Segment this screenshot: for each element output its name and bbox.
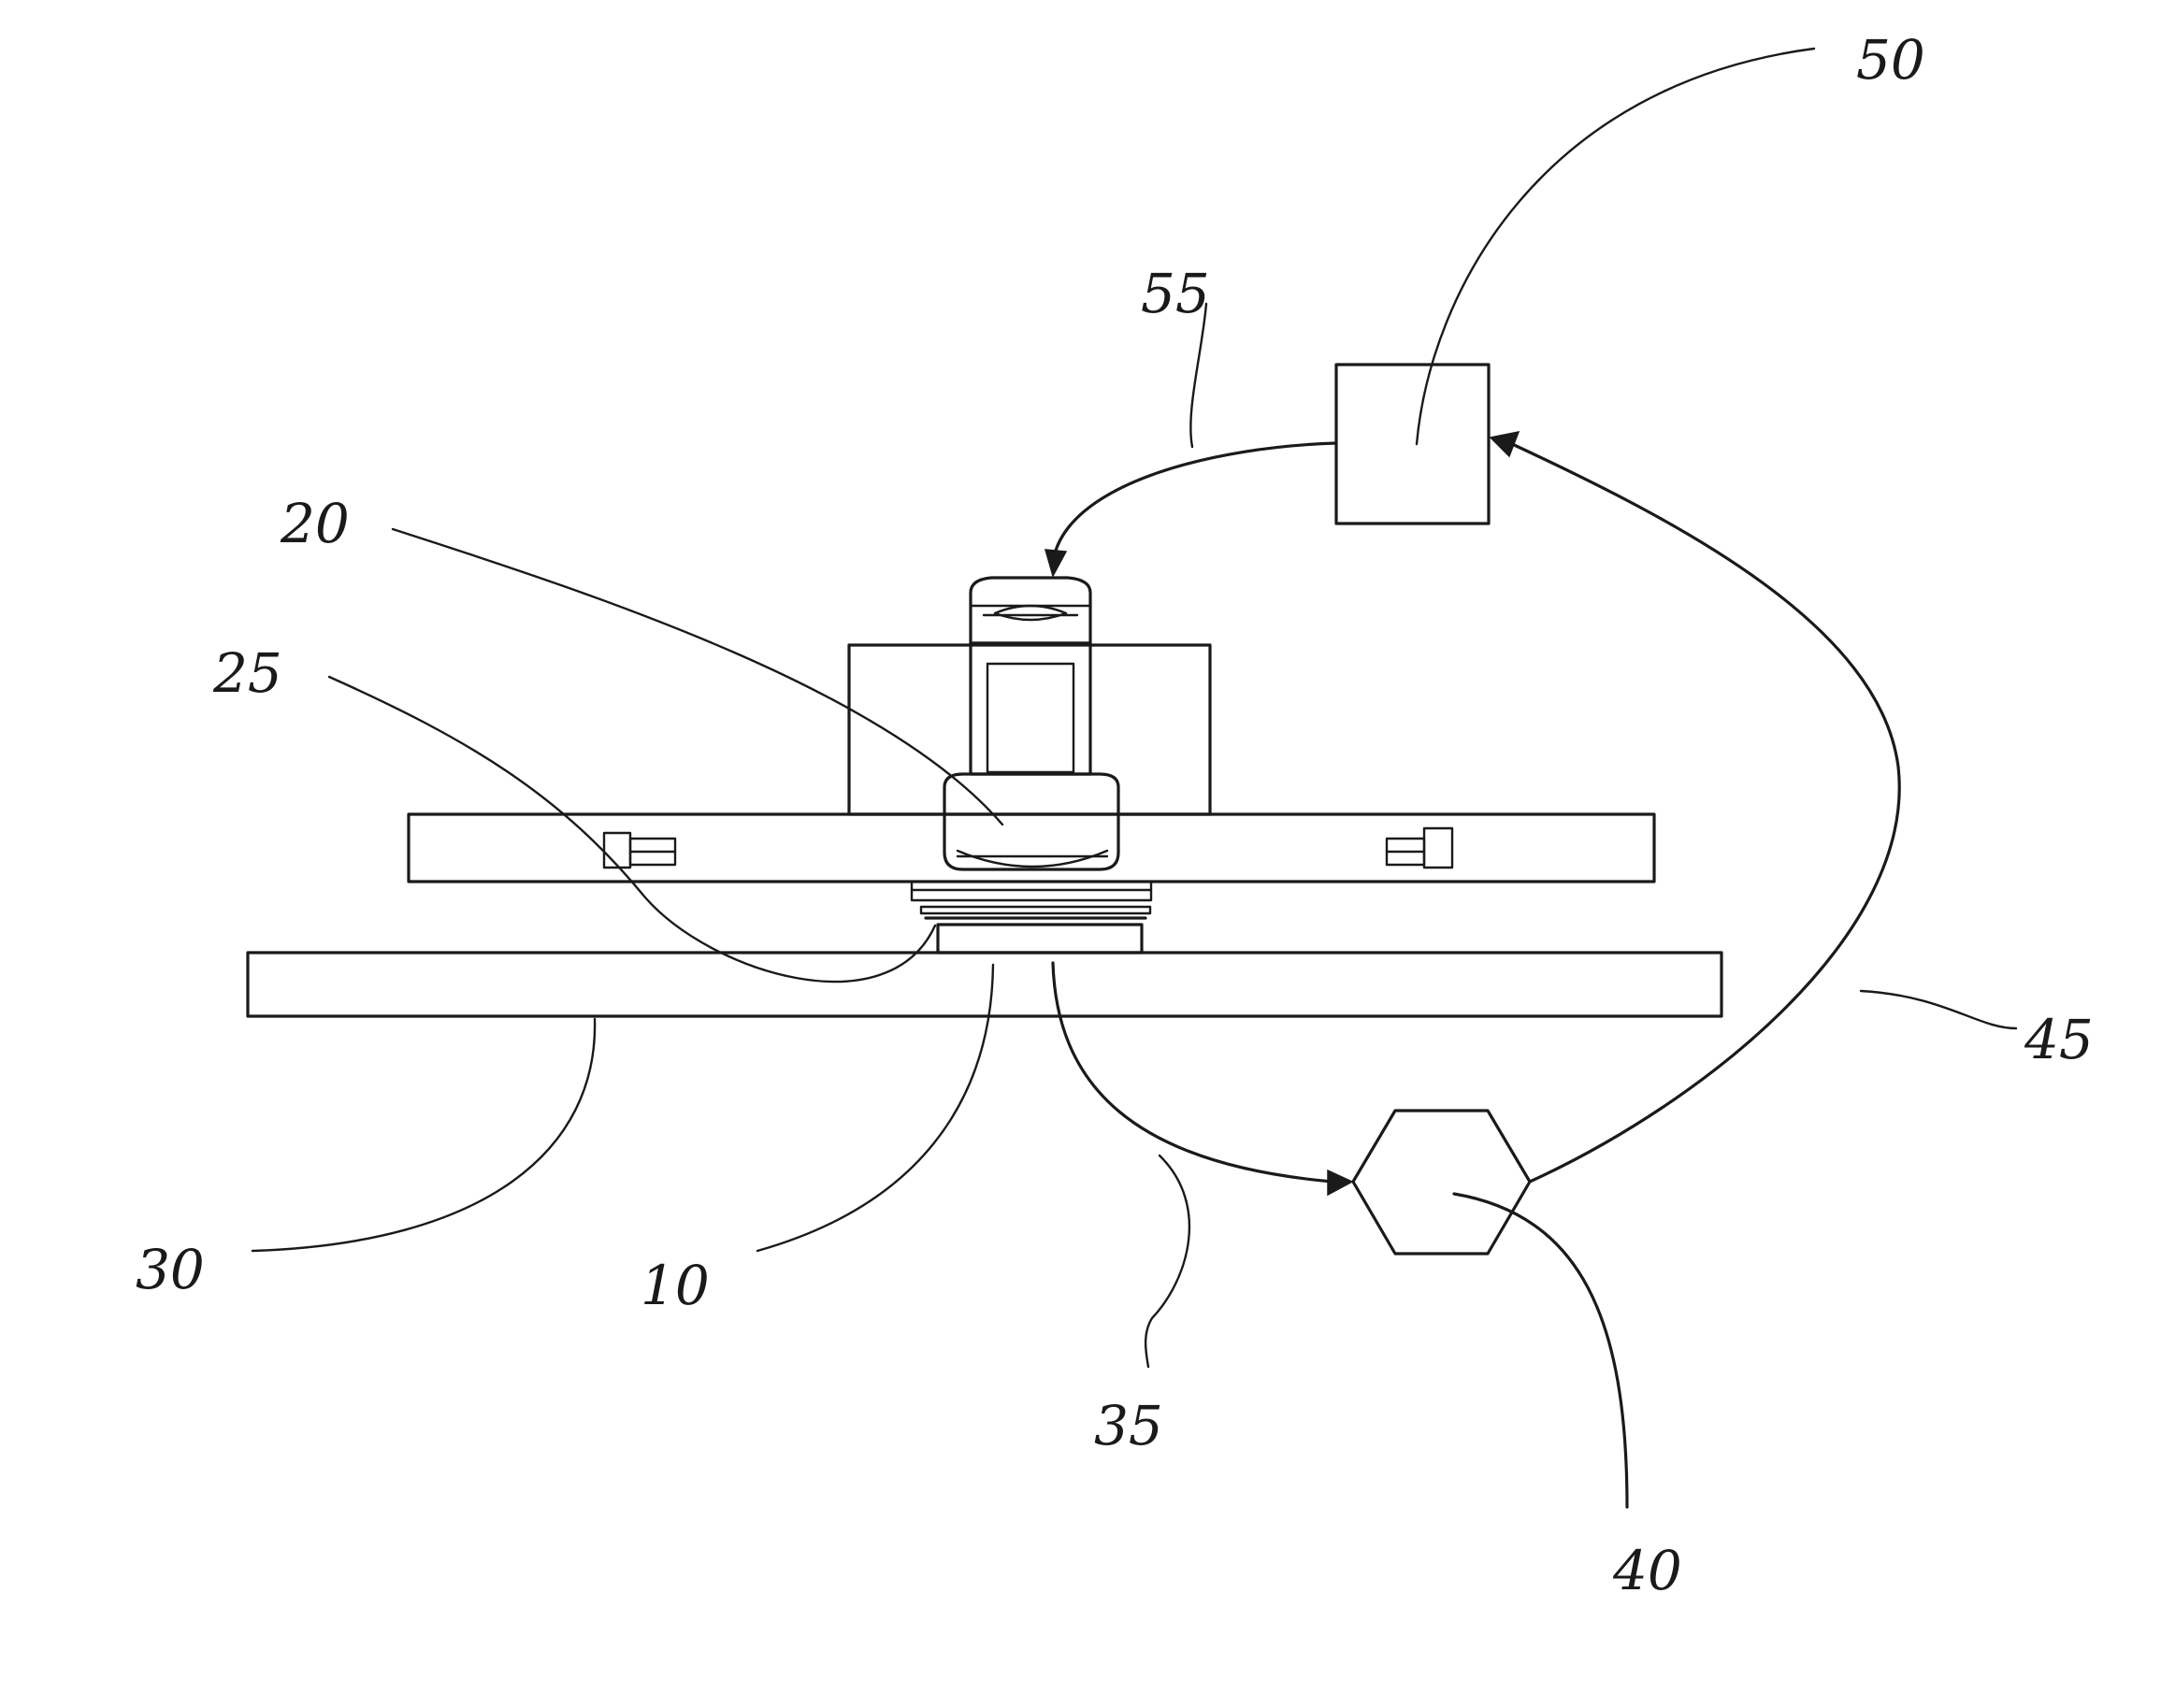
leader-35 (1145, 1155, 1189, 1367)
leader-40 (1454, 1194, 1627, 1507)
leader-30 (252, 1019, 595, 1251)
leader-10 (757, 965, 993, 1251)
label-35: 35 (1094, 1394, 1163, 1457)
connection-55 (1055, 443, 1336, 553)
label-50: 50 (1856, 28, 1925, 92)
sample-stack (912, 882, 1151, 953)
arrowhead-45 (1491, 432, 1519, 456)
microscope-tube (971, 643, 1090, 774)
stage-bar (409, 814, 1654, 882)
connection-35 (1053, 963, 1333, 1182)
label-55: 55 (1141, 262, 1210, 325)
label-20: 20 (280, 492, 350, 555)
arrowhead-35 (1328, 1170, 1352, 1195)
eyepiece-cap (971, 578, 1090, 643)
label-25: 25 (212, 641, 282, 705)
leader-45 (1861, 991, 2016, 1028)
label-30: 30 (136, 1238, 205, 1301)
label-40: 40 (1612, 1539, 1682, 1602)
label-10: 10 (641, 1254, 710, 1317)
leader-20 (393, 529, 1002, 825)
microscope-housing (849, 645, 1210, 814)
connection-45 (1510, 443, 1899, 1182)
arrowhead-55 (1045, 550, 1066, 576)
objective-lens (944, 774, 1118, 869)
base-plate (248, 953, 1722, 1016)
sample-carrier (938, 925, 1142, 953)
leader-50 (1417, 49, 1814, 444)
right-clamp (1387, 828, 1452, 868)
label-45: 45 (2024, 1008, 2094, 1071)
processor-box (1336, 365, 1489, 524)
leader-25 (329, 677, 935, 982)
detector-hexagon (1353, 1111, 1530, 1254)
